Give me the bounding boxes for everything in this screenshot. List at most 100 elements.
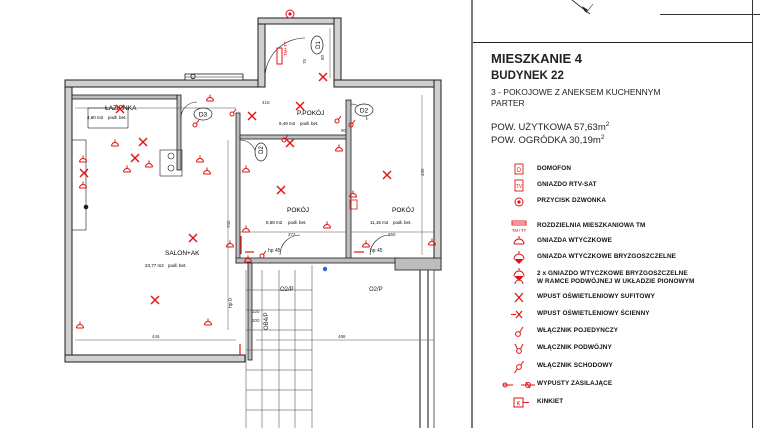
svg-text:TV: TV: [516, 184, 523, 190]
apartment-type: 3 - POKOJOWE Z ANEKSEM KUCHENNYM: [491, 87, 661, 97]
svg-text:90: 90: [341, 128, 347, 133]
svg-text:K: K: [516, 402, 520, 408]
doorbell-icon: [285, 9, 295, 19]
svg-text:hp 45: hp 45: [370, 248, 383, 254]
socket-icon: [513, 236, 525, 245]
wall-lamp-icon: K: [513, 397, 529, 408]
door-tag-d3: D3: [199, 112, 208, 119]
legend-wpust-scienny: WPUST OŚWIETLENIOWY ŚCIENNY: [473, 308, 760, 322]
svg-text:podł. bet.: podł. bet.: [108, 115, 127, 120]
svg-text:P.POKÓJ: P.POKÓJ: [297, 108, 324, 117]
header-separator: [473, 42, 753, 43]
svg-text:podł. bet.: podł. bet.: [168, 263, 187, 268]
apartment-title: MIESZKANIE 4: [491, 51, 583, 66]
svg-text:70: 70: [302, 58, 307, 64]
svg-text:250: 250: [388, 232, 396, 237]
legend-rozdzielnia: TM+TT ROZDZIELNIA MIESZKANIOWA TM: [473, 220, 760, 234]
splashproof-socket-icon: [513, 251, 525, 264]
room-lazienka: ŁAZIENKA 4,60 m2 podł. bet.: [87, 105, 137, 120]
door-tags: [193, 35, 374, 162]
legend-wpust-sufitowy: WPUST OŚWIETLENIOWY SUFITOWY: [473, 291, 760, 305]
legend-wypusty: WYPUSTY ZASILAJĄCE: [473, 378, 760, 392]
svg-text:O2/P: O2/P: [280, 287, 294, 293]
svg-text:8,58 m2: 8,58 m2: [266, 220, 283, 225]
wall-light-icon: [511, 310, 523, 319]
svg-text:O2/P: O2/P: [369, 287, 383, 293]
svg-text:23,77 m2: 23,77 m2: [145, 263, 164, 268]
corner-frame-right: [752, 0, 753, 428]
tv-socket-icon: TV: [514, 179, 524, 192]
north-arrow: [571, 0, 594, 15]
double-socket-icon: [513, 268, 525, 285]
svg-text:podł. bet.: podł. bet.: [393, 220, 412, 225]
single-switch-icon: [515, 326, 524, 337]
ceiling-light-icon: [514, 292, 524, 303]
legend-wlacznik-poj: WŁĄCZNIK POJEDYNCZY: [473, 325, 760, 339]
door-tag-d2-ppokoj: D2: [360, 108, 369, 115]
switch-marks: [192, 108, 356, 259]
svg-text:hp 0: hp 0: [228, 298, 234, 308]
svg-text:POKÓJ: POKÓJ: [287, 205, 309, 214]
svg-text:4,60 m2: 4,60 m2: [87, 115, 104, 120]
power-outlet-icon: [502, 381, 535, 389]
terrace-grid: [245, 265, 435, 428]
svg-text:200: 200: [252, 318, 260, 323]
legend-gniazda: GNIAZDA WTYCZKOWE: [473, 235, 760, 249]
svg-text:podł. bet.: podł. bet.: [300, 121, 319, 126]
corner-frame: [660, 0, 760, 15]
room-salon: SALON+AK 23,77 m2 podł. bet.: [145, 250, 200, 268]
intercom-icon: D: [514, 163, 524, 175]
svg-text:hp 45: hp 45: [268, 248, 281, 254]
svg-text:80: 80: [320, 54, 325, 60]
legend-rtv: TV GNIAZDO RTV-SAT: [473, 179, 760, 193]
legend-wlacznik-podw: WŁĄCZNIK PODWÓJNY: [473, 342, 760, 356]
distribution-board: TM+TT: [276, 41, 288, 65]
dimension-lines: [75, 28, 434, 341]
room-pokoj-2: POKÓJ 11,16 m2 podł. bet.: [370, 205, 414, 225]
svg-text:445: 445: [152, 334, 160, 339]
svg-text:OB4/P: OB4/P: [264, 312, 270, 330]
svg-text:9,49 m2: 9,49 m2: [279, 121, 296, 126]
north-arrow-area: [471, 0, 473, 428]
doorbell-icon: [514, 197, 524, 207]
building-title: BUDYNEK 22: [491, 70, 564, 82]
tv-socket-icon: [349, 199, 358, 210]
top-window: [184, 73, 244, 81]
height-marks: hp 45 hp 45 hp 0 O2/P O2/P OB4/P: [228, 248, 383, 330]
gas-marker: [322, 266, 328, 272]
svg-text:SALON+AK: SALON+AK: [165, 250, 200, 257]
legend-gniazda-bryzg: GNIAZDA WTYCZKOWE BRYZGOSZCZELNE: [473, 251, 760, 265]
stair-switch-icon: [514, 360, 524, 374]
double-switch-icon: [514, 343, 524, 354]
svg-text:415: 415: [262, 100, 270, 105]
legend-kinkiet: K KINKIET: [473, 396, 760, 410]
svg-text:TM+TT: TM+TT: [512, 228, 527, 233]
svg-text:podł. bet.: podł. bet.: [288, 220, 307, 225]
dimension-texts: 415 272 250 445 488 742 435 220 200 80 9…: [152, 54, 425, 339]
apartment-floor: PARTER: [491, 98, 525, 108]
distribution-board-icon: TM+TT: [511, 220, 527, 233]
floor-plan: D1 D3 D2 D2 ŁAZIENKA 4,60 m2 podł. bet. …: [64, 0, 473, 428]
legend-wlacznik-sch: WŁĄCZNIK SCHODOWY: [473, 360, 760, 374]
svg-text:272: 272: [288, 232, 296, 237]
room-ppokoj: P.POKÓJ 9,49 m2 podł. bet.: [279, 108, 324, 126]
svg-text:488: 488: [338, 334, 346, 339]
door-tag-d2-pokoj: D2: [259, 146, 265, 154]
svg-text:742: 742: [226, 220, 231, 228]
usable-area: POW. UŻYTKOWA 57,63m2: [491, 121, 610, 134]
svg-text:11,16 m2: 11,16 m2: [370, 220, 389, 225]
svg-text:TM+TT: TM+TT: [283, 41, 288, 56]
legend-panel: MIESZKANIE 4 BUDYNEK 22 3 - POKOJOWE Z A…: [473, 42, 760, 428]
garden-area: POW. OGRÓDKA 30,19m2: [491, 134, 605, 147]
legend-dzwonek: PRZYCISK DZWONKA: [473, 195, 760, 209]
doors: [180, 37, 391, 256]
svg-text:220: 220: [252, 309, 260, 314]
door-tag-d1: D1: [316, 41, 322, 49]
svg-text:POKÓJ: POKÓJ: [392, 205, 414, 214]
svg-text:D: D: [517, 168, 522, 174]
interior-walls: [71, 94, 442, 361]
wall-outlet-marks: [239, 236, 364, 355]
legend-domofon: D DOMOFON: [473, 163, 760, 177]
svg-text:435: 435: [420, 168, 425, 176]
